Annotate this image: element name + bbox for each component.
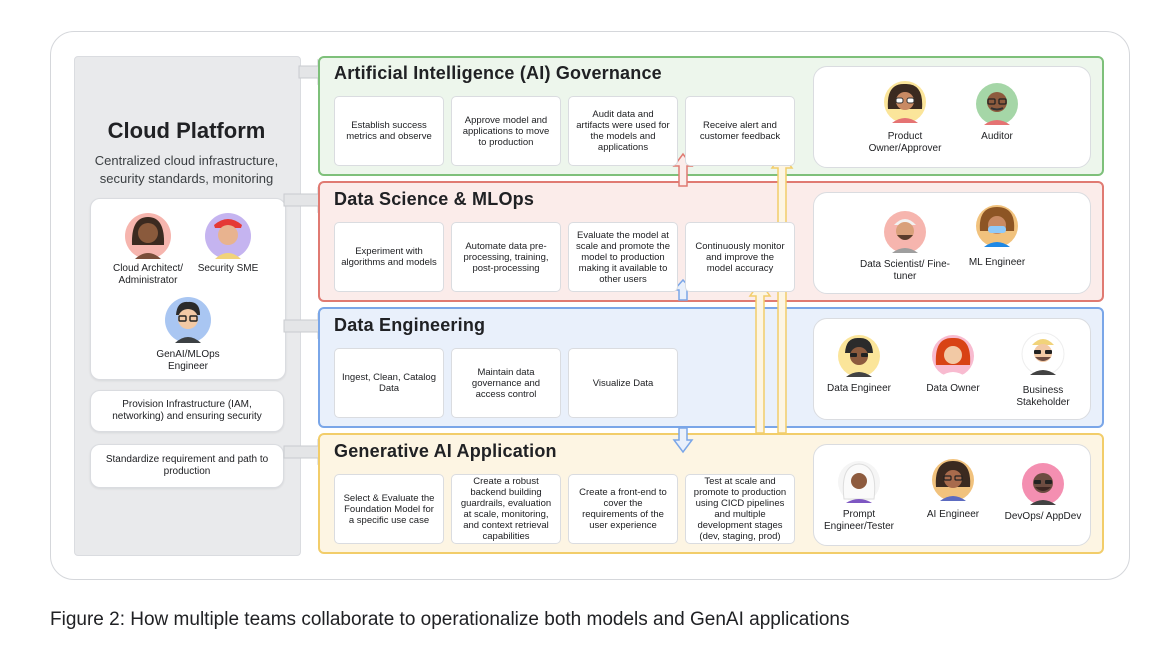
product-owner-avatar-icon	[884, 81, 926, 123]
band-title-data-science: Data Science & MLOps	[334, 189, 535, 209]
security-sme-avatar-icon	[205, 213, 251, 259]
band-title-ai-governance: Artificial Intelligence (AI) Governance	[334, 63, 662, 83]
standardize-requirement-card: Standardize requirement and path to prod…	[90, 444, 284, 488]
data-owner-label: Data Owner	[926, 383, 980, 394]
task-create-backend: Create a robust backend building guardra…	[451, 474, 561, 544]
data-engineer-avatar-icon	[838, 335, 880, 377]
prompt-engineer-avatar-icon	[838, 461, 880, 503]
auditor-avatar-icon	[976, 83, 1018, 125]
task-select-foundation-model: Select & Evaluate the Foundation Model f…	[334, 474, 444, 544]
security-sme-label: Security SME	[197, 263, 259, 274]
task-approve-model: Approve model and applications to move t…	[451, 96, 561, 166]
task-continuously-monitor: Continuously monitor and improve the mod…	[685, 222, 795, 292]
flow-arrow-up-yellow-long	[770, 152, 794, 434]
cloud-platform-title: Cloud Platform	[107, 118, 266, 143]
task-evaluate-model: Evaluate the model at scale and promote …	[568, 222, 678, 292]
ml-engineer-label: ML Engineer	[968, 257, 1026, 268]
task-experiment: Experiment with algorithms and models	[334, 222, 444, 292]
provision-infrastructure-card: Provision Infrastructure (IAM, networkin…	[90, 390, 284, 432]
roles-card-data-engineering: Data Engineer Data Owner Business Stakeh…	[813, 318, 1091, 420]
roles-card-data-science: Data Scientist/ Fine-tuner ML Engineer	[813, 192, 1091, 294]
genai-mlops-engineer-avatar-icon	[165, 297, 211, 343]
band-title-data-engineering: Data Engineering	[334, 315, 486, 335]
cloud-architect-avatar-icon	[125, 213, 171, 259]
ai-engineer-avatar-icon	[932, 459, 974, 501]
task-automate-data: Automate data pre-processing, training, …	[451, 222, 561, 292]
devops-appdev-label: DevOps/ AppDev	[1004, 511, 1082, 522]
data-scientist-avatar-icon	[884, 211, 926, 253]
cloud-people-card: Cloud Architect/ Administrator Security …	[90, 198, 286, 380]
ai-engineer-label: AI Engineer	[926, 509, 980, 520]
cloud-architect-label: Cloud Architect/ Administrator	[112, 263, 184, 286]
roles-card-governance: Product Owner/Approver Auditor	[813, 66, 1091, 168]
task-ingest-clean: Ingest, Clean, Catalog Data	[334, 348, 444, 418]
business-stakeholder-avatar-icon	[1021, 332, 1065, 376]
data-engineer-label: Data Engineer	[827, 383, 891, 394]
task-test-at-scale: Test at scale and promote to production …	[685, 474, 795, 544]
data-owner-avatar-icon	[932, 335, 974, 377]
business-stakeholder-label: Business Stakeholder	[1016, 385, 1070, 408]
devops-appdev-avatar-icon	[1022, 463, 1064, 505]
ml-engineer-avatar-icon	[976, 205, 1018, 247]
data-scientist-label: Data Scientist/ Fine-tuner	[859, 259, 951, 282]
flow-arrow-up-yellow-short	[748, 280, 772, 434]
task-create-frontend: Create a front-end to cover the requirem…	[568, 474, 678, 544]
task-establish-metrics: Establish success metrics and observe	[334, 96, 444, 166]
prompt-engineer-label: Prompt Engineer/Tester	[823, 509, 895, 532]
task-audit-data: Audit data and artifacts were used for t…	[568, 96, 678, 166]
figure-caption: Figure 2: How multiple teams collaborate…	[50, 609, 850, 630]
band-title-generative-ai: Generative AI Application	[334, 441, 557, 461]
cloud-platform-subtitle: Centralized cloud infrastructure, securi…	[94, 153, 279, 186]
product-owner-label: Product Owner/Approver	[868, 131, 942, 154]
flow-arrow-down-blue	[672, 427, 694, 454]
genai-mlops-engineer-label: GenAI/MLOps Engineer	[156, 349, 220, 372]
auditor-label: Auditor	[981, 131, 1013, 142]
roles-card-generative-ai: Prompt Engineer/Tester AI Engineer DevOp…	[813, 444, 1091, 546]
task-maintain-governance: Maintain data governance and access cont…	[451, 348, 561, 418]
task-receive-alert: Receive alert and customer feedback	[685, 96, 795, 166]
task-visualize-data: Visualize Data	[568, 348, 678, 418]
